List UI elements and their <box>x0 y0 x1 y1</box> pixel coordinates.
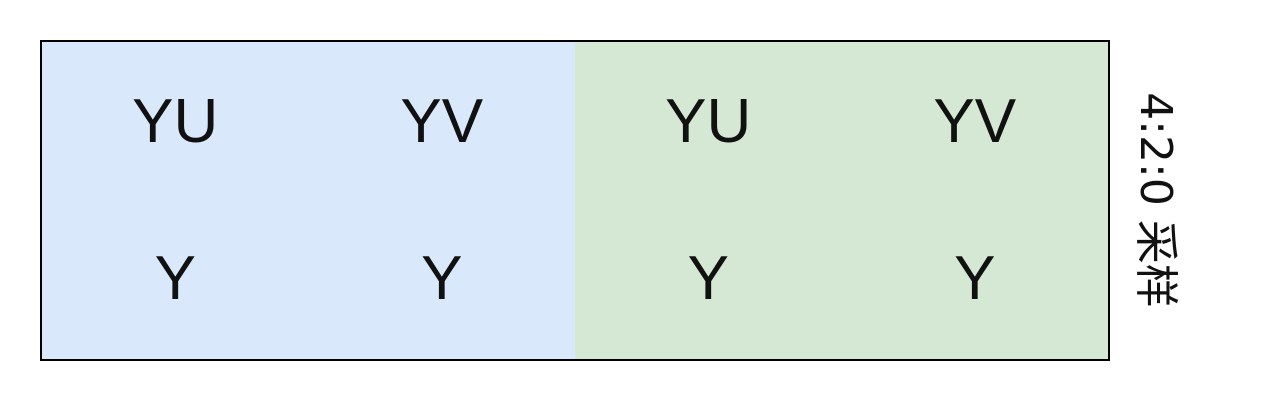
sampling-format-label: 4:2:0 采样 <box>1130 92 1181 308</box>
group2-bottom-right-cell: Y <box>954 243 996 313</box>
group2-top-left-cell: YU <box>665 87 752 157</box>
group1-bottom-left-cell: Y <box>154 243 196 313</box>
sample-group-1: YU YV Y Y <box>42 42 575 359</box>
group1-bottom-right-cell: Y <box>421 243 463 313</box>
group1-top-right-cell: YV <box>400 87 484 157</box>
group2-top-right-cell: YV <box>933 87 1017 157</box>
sample-group-2: YU YV Y Y <box>575 42 1108 359</box>
sampling-diagram: YU YV Y Y YU YV Y Y <box>40 40 1110 361</box>
group2-bottom-left-cell: Y <box>687 243 729 313</box>
group1-top-left-cell: YU <box>132 87 219 157</box>
